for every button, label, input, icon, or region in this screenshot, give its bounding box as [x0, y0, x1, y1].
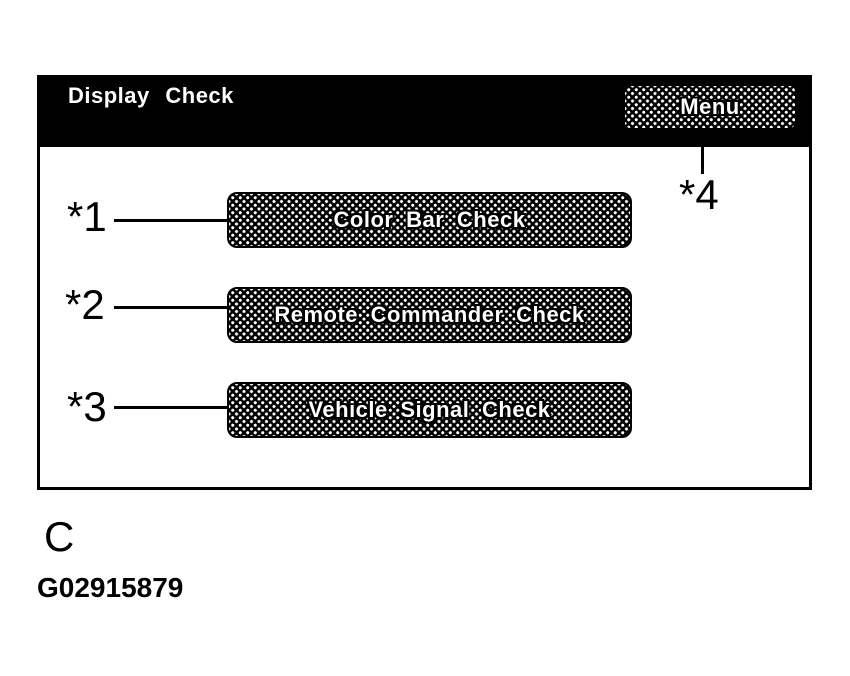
callout-2-label: *2 — [65, 281, 105, 328]
callout-2-leader-line — [114, 306, 227, 309]
callout-3-leader-line — [114, 406, 227, 409]
vehicle-signal-check-label: Vehicle Signal Check — [308, 397, 551, 422]
menu-button-label: Menu — [680, 94, 740, 119]
screen-header: Display Check Menu — [37, 75, 812, 147]
color-bar-check-label: Color Bar Check — [333, 207, 526, 232]
callout-4-label: *4 — [679, 171, 719, 218]
callout-4-leader-line — [701, 147, 704, 174]
callout-1-leader-line — [114, 219, 227, 222]
vehicle-signal-check-button[interactable]: Vehicle Signal Check — [227, 382, 632, 438]
remote-commander-check-label: Remote Commander Check — [274, 302, 585, 327]
menu-button[interactable]: Menu — [625, 86, 795, 128]
figure-letter: C — [44, 513, 75, 560]
callout-3-label: *3 — [67, 383, 107, 430]
callout-1-label: *1 — [67, 193, 107, 240]
color-bar-check-button[interactable]: Color Bar Check — [227, 192, 632, 248]
display-check-screen: Display Check Menu Color Bar Check Remot… — [37, 75, 812, 490]
figure-id: G02915879 — [37, 572, 184, 603]
screen-title: Display Check — [68, 83, 234, 108]
remote-commander-check-button[interactable]: Remote Commander Check — [227, 287, 632, 343]
